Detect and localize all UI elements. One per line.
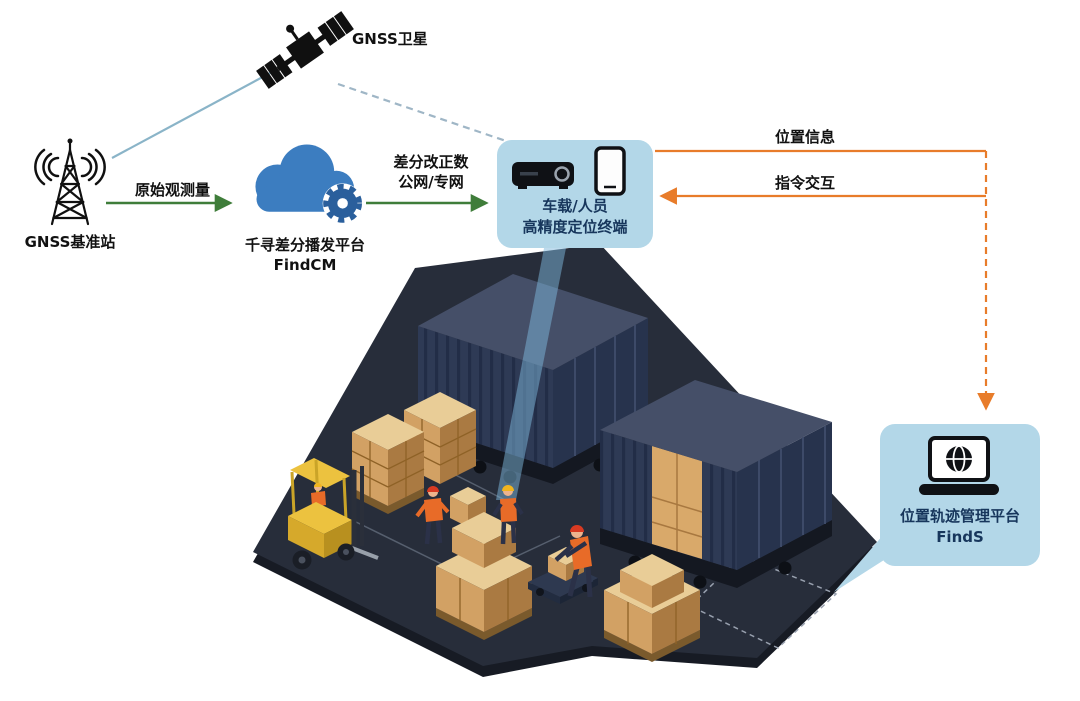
cloud-platform-product: FindCM <box>273 255 337 274</box>
connector-lines <box>106 71 995 411</box>
receiver-box-icon <box>512 162 574 189</box>
container-1-door-rods <box>574 325 636 456</box>
gear-icon <box>322 183 363 224</box>
container-2-door-rods <box>758 426 826 558</box>
carton-small <box>450 487 486 527</box>
radio-tower-icon <box>28 136 112 230</box>
link-satellite-to-terminal <box>337 82 507 143</box>
corrections-line1: 差分改正数 <box>393 153 469 171</box>
carton-stack-left <box>351 392 477 514</box>
base-station-label: GNSS基准站 <box>24 233 116 251</box>
finds-callout-tail <box>834 534 884 592</box>
dashed-zone <box>688 555 838 649</box>
worker-2 <box>492 485 524 545</box>
cloud-gear-icon <box>246 138 372 233</box>
carton-stack-right <box>604 554 700 662</box>
terminal-node: 车载/人员 高精度定位终端 <box>497 140 653 248</box>
terminal-devices-icon <box>512 146 626 196</box>
warehouse-illustration <box>253 244 884 677</box>
cloud-platform-label: 千寻差分播发平台 FindCM <box>230 236 380 275</box>
worker-3 <box>554 525 593 598</box>
management-platform-node: 位置轨迹管理平台 FindS <box>880 424 1040 566</box>
positioning-beam <box>496 248 566 500</box>
link-satellite-to-base <box>111 71 273 159</box>
command-interaction-label: 指令交互 <box>774 174 835 192</box>
smartphone-icon <box>594 146 626 196</box>
raw-observation-label: 原始观测量 <box>134 181 210 199</box>
corrections-line2: 公网/专网 <box>398 172 464 191</box>
corrections-label: 差分改正数 公网/专网 <box>375 153 487 192</box>
signal-waves-icon <box>34 148 106 186</box>
satellite-label: GNSS卫星 <box>352 30 428 48</box>
cloud-platform-name: 千寻差分播发平台 <box>244 236 365 254</box>
worker-1 <box>415 486 450 545</box>
shipping-container-2 <box>600 380 832 589</box>
management-platform-name: 位置轨迹管理平台 <box>899 507 1020 525</box>
laptop-globe-icon <box>919 436 999 495</box>
forklift <box>288 458 379 570</box>
position-info-label: 位置信息 <box>774 128 835 146</box>
management-platform-product: FindS <box>936 528 984 546</box>
terminal-label-line1: 车载/人员 <box>542 197 608 215</box>
carton-stack-center <box>436 512 532 640</box>
container-2-open-door <box>651 446 703 559</box>
terminal-label-line2: 高精度定位终端 <box>522 218 628 236</box>
satellite-icon <box>250 5 360 95</box>
